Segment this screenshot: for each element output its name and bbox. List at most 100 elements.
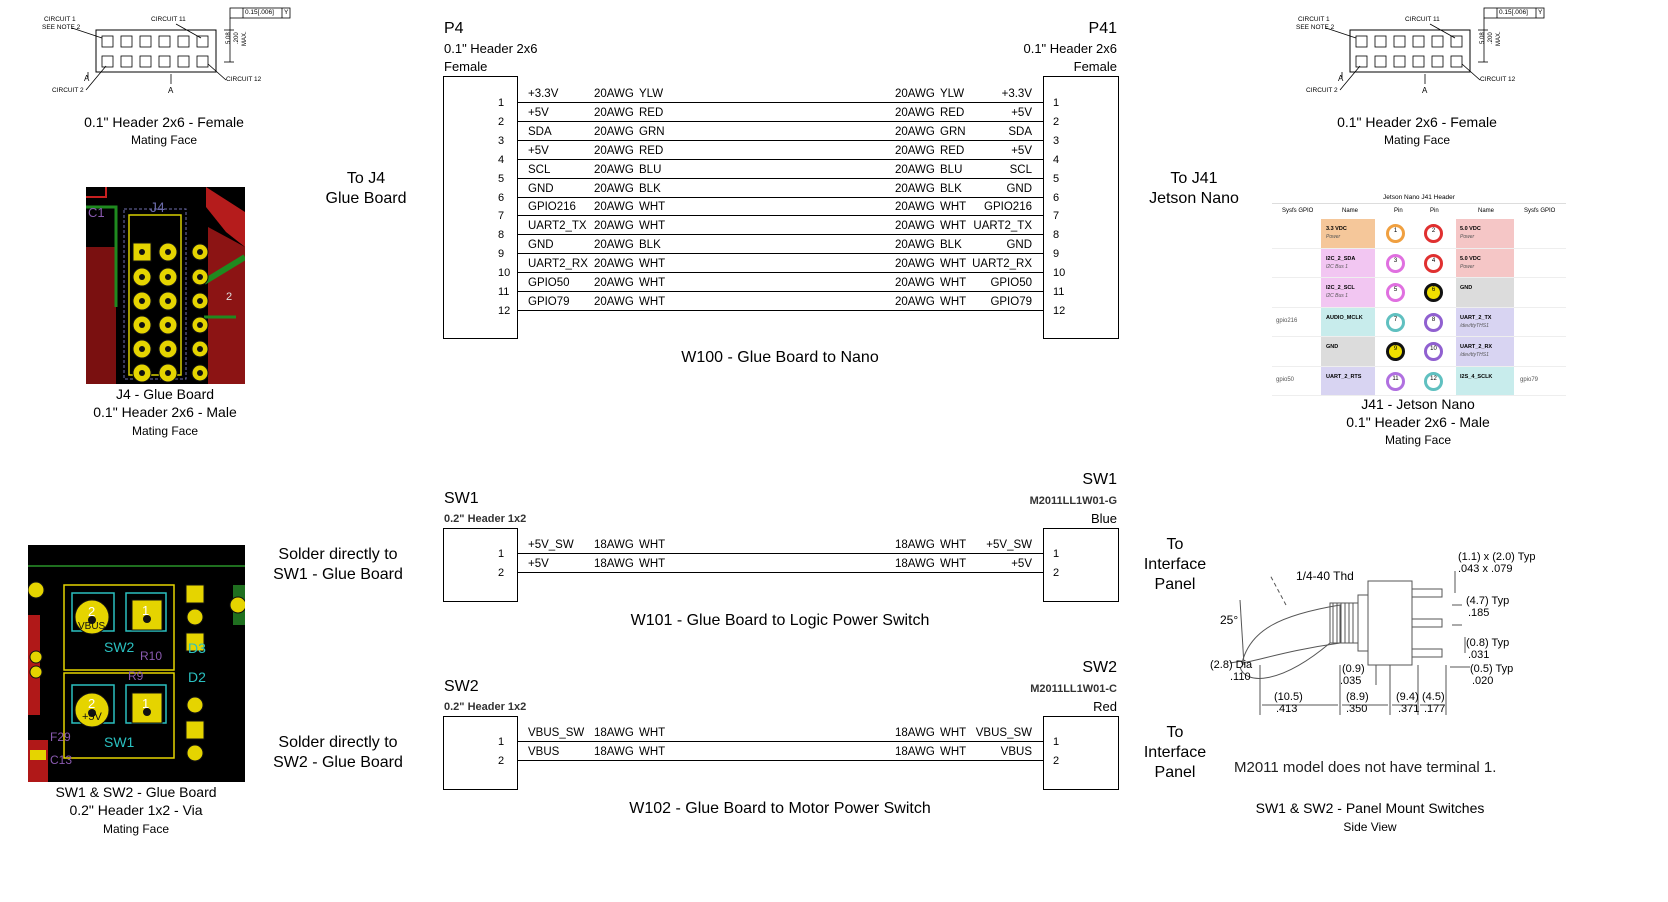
pin-circle-right [1424, 253, 1443, 273]
dim-label: (0.9) [1342, 663, 1365, 675]
dim-label: .200 [1488, 32, 1494, 44]
wire-signal-left: +5V [528, 557, 549, 570]
wire-gauge-right: 20AWG [895, 88, 935, 100]
pin-number-left: 7 [498, 210, 505, 223]
wire-gauge-right: 20AWG [895, 163, 935, 176]
pin-number-right: 9 [1053, 248, 1060, 261]
dim-label: (8.9) [1346, 691, 1369, 703]
column-header: Name [1342, 208, 1359, 214]
wire-color-right: WHT [940, 557, 967, 570]
w100-left-connector-box [443, 76, 518, 339]
wire-signal-right: VBUS [1000, 745, 1032, 758]
pin-number-right: 2 [1431, 228, 1436, 234]
pin-name-right: I2S_4_SCLK [1460, 373, 1493, 380]
wire-signal-left: GPIO79 [528, 295, 570, 308]
pcb-ref-label: 1 [142, 696, 150, 711]
pin-number-right: 2 [1053, 566, 1060, 579]
column-header: Sysfs GPIO [1524, 208, 1556, 214]
solder-sw2-label: Solder directly to [278, 734, 398, 751]
female-header-drawing-right: CIRCUIT 1 SEE NOTE 2 CIRCUIT 11 CIRCUIT … [1290, 6, 1560, 100]
header-outline-drawing [71, 7, 291, 91]
w102-right-connector-box [1043, 716, 1119, 790]
wire-gauge-left: 20AWG [594, 106, 634, 119]
pcb-ref-label: 2 [88, 604, 96, 619]
interface-panel-label: Panel [1154, 764, 1196, 781]
pcb-ref-label: SW1 [104, 734, 135, 750]
wire-signal-left: GPIO216 [528, 201, 576, 214]
pin-number-left: 6 [498, 191, 505, 204]
pin-circle-left [1386, 342, 1405, 361]
j41-caption-type: 0.1" Header 2x6 - Male [1346, 414, 1490, 430]
section-a-label: A [1422, 86, 1428, 95]
dim-label: .185 [1468, 607, 1490, 619]
wire-signal-left: SCL [528, 163, 551, 176]
table-divider [1272, 277, 1566, 278]
dim-label: 5.08 [226, 32, 232, 44]
wire-color-right: WHT [940, 539, 967, 551]
pcb-ref-label: +5V [82, 711, 102, 723]
sw-pcb-caption-type: 0.2" Header 1x2 - Via [69, 802, 203, 818]
table-divider [1272, 203, 1566, 204]
sysfs-gpio-left: gpio50 [1276, 376, 1295, 383]
wire-gauge-right: 20AWG [895, 220, 935, 233]
header-outline-drawing [1325, 7, 1545, 91]
interface-panel-label: Interface [1143, 744, 1207, 761]
w102-right-connector-ref: SW2 [1082, 659, 1117, 676]
wire-gauge-right: 18AWG [895, 557, 935, 570]
wire-gauge-left: 20AWG [594, 277, 634, 289]
see-note-label: SEE NOTE 2 [1296, 24, 1335, 31]
female-header-subtitle-right: Mating Face [1383, 133, 1451, 147]
wire-color-right: GRN [940, 125, 966, 138]
w101-left-connector-ref: SW1 [444, 490, 479, 507]
w102-left-connector-type: 0.2" Header 1x2 [444, 701, 527, 713]
pcb-ref-label: F29 [50, 730, 71, 744]
wire-color-left: RED [639, 106, 664, 119]
pin-number-right: 12 [1430, 375, 1437, 382]
wire-line [518, 215, 1043, 217]
switch-caption-view: Side View [1343, 820, 1397, 834]
pin-number-right: 1 [1053, 548, 1060, 560]
pin-number-left: 9 [1393, 346, 1398, 352]
dim-label: .413 [1276, 703, 1298, 715]
pin-sub-right: Power [1460, 234, 1475, 240]
table-divider [1272, 306, 1566, 308]
pin-number-right: 8 [1053, 229, 1060, 242]
pcb-ref-label: 1 [142, 603, 150, 618]
pin-number-left: 7 [1393, 316, 1398, 323]
pcb-ref-label: J4 [150, 199, 165, 215]
table-divider [1272, 247, 1566, 249]
wire-color-right: WHT [940, 220, 967, 233]
dim-label: .031 [1468, 649, 1490, 661]
wire-color-left: BLU [639, 163, 662, 176]
dim-label: (10.5) [1274, 691, 1303, 703]
pin-number-right: 4 [1053, 153, 1060, 166]
wire-signal-right: +5V_SW [986, 539, 1032, 551]
pin-sub-right: /dev/ttyTHS1 [1460, 352, 1489, 358]
sw-pcb-caption-face: Mating Face [102, 822, 170, 836]
pin-number-right: 10 [1430, 346, 1437, 352]
pin-name-right: 5.0 VDC [1460, 226, 1481, 232]
name-cell-right [1456, 366, 1514, 395]
wire-color-right: BLK [940, 182, 962, 195]
wire-gauge-left: 20AWG [594, 88, 634, 100]
j4-caption-face: Mating Face [131, 424, 199, 438]
sw-pcb-image: VBUS 2 1 SW2 R10 D3 D2 R9 2 1 +5V SW1 F2… [28, 545, 245, 782]
wire-gauge-right: 18AWG [895, 745, 935, 758]
wire-gauge-right: 20AWG [895, 125, 935, 138]
pin-name-right: GND [1460, 285, 1473, 291]
solder-sw1-label: Solder directly to [278, 546, 398, 563]
pcb-ref-label: D2 [188, 669, 206, 685]
w100-caption: W100 - Glue Board to Nano [681, 349, 879, 366]
pin-circle-right [1424, 312, 1443, 332]
wire-line [518, 741, 1043, 742]
wire-line [518, 196, 1043, 198]
name-cell-right [1456, 278, 1514, 307]
pcb-ref-label: 2 [226, 291, 233, 303]
j4-caption-type: 0.1" Header 2x6 - Male [93, 404, 237, 420]
wire-signal-right: GND [1006, 182, 1032, 195]
tolerance-label: 0.15[.006] [1499, 9, 1528, 16]
dim-label: .035 [1340, 675, 1362, 687]
dim-label: .200 [234, 32, 240, 44]
pcb-ref-label: R10 [140, 649, 163, 663]
pin-number-left: 1 [498, 548, 505, 560]
